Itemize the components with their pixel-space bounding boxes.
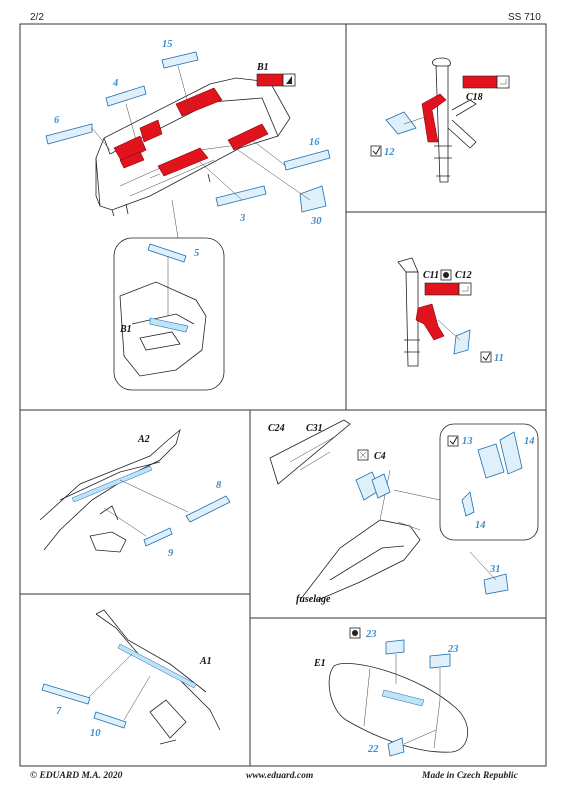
swatch-b1 [256,73,284,87]
page-number: 2/2 [30,12,44,23]
pe-part-6 [45,123,93,145]
label-a2: A2 [137,434,150,445]
paint-icon-c11 [458,282,472,296]
label-paint-c18: C18 [466,92,483,103]
pe-part-8 [185,495,231,523]
label-part-14b: 14 [475,520,486,531]
label-part-31: 31 [489,564,501,575]
stick-column [435,65,449,183]
label-part-3: 3 [239,213,245,224]
sidewall-a2 [39,428,181,551]
copyright: © EDUARD M.A. 2020 [30,771,123,781]
fuselage-outline [299,519,421,601]
pe-part-10 [93,711,127,729]
pe-part-9 [143,527,173,547]
label-c31: C31 [306,423,323,434]
tub-outline [95,77,291,211]
label-paint-c4: C4 [374,451,386,462]
origin: Made in Czech Republic [422,771,518,781]
label-part-5: 5 [194,248,199,259]
website[interactable]: www.eduard.com [246,771,314,781]
check-icon-12 [370,145,382,157]
label-part-8: 8 [216,480,222,491]
label-part-6: 6 [54,115,60,126]
tank-e1 [328,663,469,753]
paint-red-3 [157,147,209,177]
label-part-30: 30 [310,216,322,227]
paint-red-stick2 [415,303,445,341]
swatch-c11 [424,282,460,296]
pe-part-15 [161,51,199,69]
label-paint-c12: C12 [455,270,472,281]
swatch-c18 [462,75,498,89]
pe-part-13 [477,443,505,479]
pe-part-5 [147,243,187,263]
label-part-13: 13 [462,436,473,447]
panel-stick-c11: C11 C12 11 [397,257,504,367]
paint-red-4 [227,123,269,151]
paint-red-2 [175,87,223,117]
label-paint-b1: B1 [256,62,269,73]
sheet-frame [19,23,547,767]
label-part-12: 12 [384,147,395,158]
pe-part-30 [299,185,327,213]
label-paint-c11: C11 [423,270,439,281]
check-icon-13 [447,435,459,447]
inset-bubble [113,237,225,391]
pe-part-23a [385,639,405,655]
label-part-23a: 23 [365,629,377,640]
label-part-15: 15 [162,39,173,50]
label-fuselage: fuselage [296,594,331,605]
label-a1: A1 [199,656,212,667]
pe-part-14 [499,431,523,475]
pe-part-16 [283,149,331,171]
pe-part-22 [387,737,405,757]
label-e1: E1 [313,658,326,669]
paint-icon-c18 [496,75,510,89]
pe-part-31 [483,573,509,595]
pe-part-11 [453,329,471,355]
label-part-16: 16 [309,137,320,148]
label-part-4: 4 [112,78,118,89]
label-c24: C24 [268,423,285,434]
paint-red-1 [113,135,147,163]
panel-drop-tank: E1 23 23 22 [313,627,469,757]
panel-cockpit-tub: 15 4 6 16 3 30 5 B1 B1 [45,39,331,391]
label-inset-b1: B1 [119,324,132,335]
pe-part-3 [215,185,267,207]
paint-red-stick [421,93,447,143]
sidewall-a1 [95,613,221,731]
pe-part-14b [461,491,475,517]
label-part-10: 10 [90,728,101,739]
panel-fuselage: C4 C24 C31 13 14 14 31 fuselage [268,419,539,605]
label-part-11: 11 [494,353,504,364]
inset-tub [119,281,207,377]
panel-sidewall-a2: A2 8 9 [39,428,231,559]
label-part-14: 14 [524,436,535,447]
panel-control-stick: C18 12 [370,57,510,183]
pe-part-7 [41,683,91,705]
pe-part-4 [105,85,147,107]
side-panel-c24 [269,419,351,485]
panel-sidewall-a1: A1 7 10 [41,609,221,745]
label-part-7: 7 [56,706,62,717]
pe-part-23b [429,653,451,669]
set-code: SS 710 [508,12,541,23]
check-icon-11 [480,351,492,363]
pe-part-12 [385,111,417,135]
label-part-23b: 23 [447,644,459,655]
label-part-9: 9 [168,548,174,559]
label-part-22: 22 [367,744,379,755]
